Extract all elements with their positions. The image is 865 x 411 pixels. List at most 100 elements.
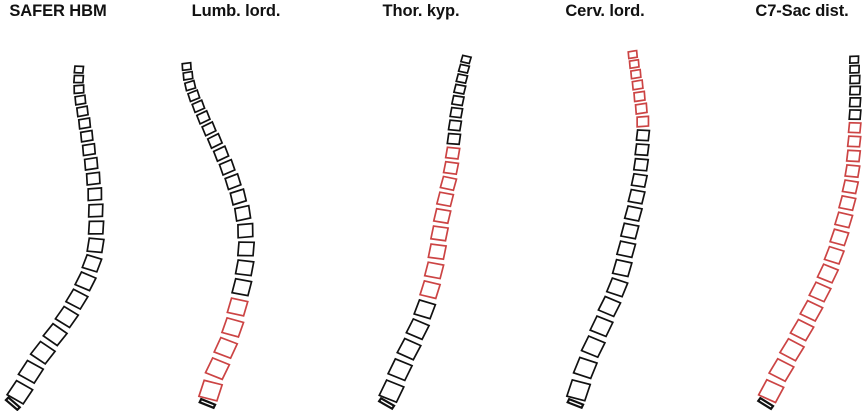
vertebra-1-13 bbox=[237, 222, 254, 239]
vertebra-0-21 bbox=[5, 379, 34, 406]
vertebra-4-10 bbox=[841, 179, 860, 195]
vertebra-4-13 bbox=[829, 228, 850, 247]
spine-panel-0 bbox=[4, 65, 105, 411]
vertebra-2-10 bbox=[439, 175, 458, 192]
vertebra-4-5 bbox=[848, 109, 862, 121]
vertebra-0-19 bbox=[29, 340, 57, 366]
vertebra-3-19 bbox=[580, 334, 607, 359]
vertebra-2-21 bbox=[378, 379, 405, 404]
vertebra-1-0 bbox=[181, 61, 192, 72]
vertebra-3-6 bbox=[636, 115, 650, 128]
spine-panel-1 bbox=[181, 61, 256, 410]
vertebra-4-7 bbox=[846, 135, 862, 148]
vertebra-4-11 bbox=[837, 194, 857, 212]
vertebra-4-4 bbox=[848, 97, 862, 108]
vertebra-0-11 bbox=[87, 203, 104, 218]
vertebra-4-22 bbox=[756, 396, 775, 411]
vertebra-0-20 bbox=[17, 359, 45, 385]
vertebra-3-8 bbox=[634, 143, 650, 157]
vertebra-3-20 bbox=[572, 356, 599, 380]
vertebra-4-19 bbox=[778, 337, 806, 362]
vertebra-0-9 bbox=[85, 171, 101, 186]
vertebra-0-5 bbox=[77, 117, 92, 130]
vertebra-0-10 bbox=[87, 187, 103, 202]
vertebra-2-22 bbox=[377, 396, 396, 411]
vertebra-1-16 bbox=[231, 277, 253, 297]
vertebra-4-6 bbox=[847, 121, 862, 134]
vertebra-2-20 bbox=[386, 357, 414, 382]
vertebra-2-1 bbox=[457, 63, 471, 75]
vertebra-3-2 bbox=[629, 68, 642, 80]
vertebra-2-4 bbox=[450, 94, 466, 107]
vertebra-3-5 bbox=[634, 102, 648, 115]
vertebra-2-0 bbox=[459, 54, 473, 65]
vertebra-1-6 bbox=[201, 120, 217, 137]
vertebra-1-4 bbox=[191, 99, 206, 114]
panel-title-lumbar-lordosis: Lumb. lord. bbox=[191, 2, 281, 20]
vertebra-2-6 bbox=[447, 119, 463, 132]
vertebra-3-0 bbox=[627, 49, 639, 60]
vertebra-1-7 bbox=[206, 132, 224, 150]
vertebra-1-15 bbox=[234, 259, 255, 277]
vertebra-4-0 bbox=[848, 55, 860, 65]
vertebra-3-1 bbox=[628, 58, 640, 70]
vertebra-3-4 bbox=[633, 90, 646, 103]
vertebra-2-2 bbox=[455, 73, 469, 85]
vertebra-2-11 bbox=[435, 191, 455, 208]
vertebra-0-4 bbox=[75, 105, 90, 118]
vertebra-3-3 bbox=[631, 79, 644, 91]
vertebra-2-3 bbox=[452, 83, 467, 95]
vertebra-2-15 bbox=[423, 261, 445, 280]
vertebra-4-16 bbox=[808, 281, 832, 303]
vertebra-4-15 bbox=[816, 263, 840, 284]
vertebra-4-9 bbox=[844, 163, 861, 179]
vertebra-0-3 bbox=[74, 94, 87, 106]
spine-panel-3 bbox=[565, 49, 651, 410]
spine-panel-4 bbox=[756, 55, 862, 411]
vertebra-2-13 bbox=[429, 225, 450, 242]
vertebra-0-15 bbox=[73, 270, 98, 292]
vertebra-1-17 bbox=[226, 297, 249, 317]
vertebra-1-9 bbox=[218, 158, 236, 177]
vertebra-1-10 bbox=[224, 172, 242, 191]
vertebra-3-10 bbox=[630, 172, 649, 189]
vertebra-4-8 bbox=[845, 149, 862, 163]
vertebra-4-21 bbox=[757, 378, 785, 404]
vertebra-1-12 bbox=[233, 204, 252, 223]
vertebra-0-1 bbox=[72, 74, 85, 84]
vertebra-0-22 bbox=[4, 396, 22, 411]
vertebra-2-5 bbox=[449, 106, 464, 119]
vertebra-0-6 bbox=[79, 129, 94, 143]
vertebra-2-7 bbox=[446, 132, 462, 146]
vertebra-3-15 bbox=[611, 258, 633, 278]
vertebra-0-17 bbox=[54, 305, 80, 329]
vertebra-2-8 bbox=[444, 146, 461, 160]
vertebra-3-22 bbox=[566, 397, 585, 410]
vertebra-3-14 bbox=[615, 240, 637, 259]
vertebra-3-16 bbox=[605, 276, 629, 298]
vertebra-4-2 bbox=[849, 74, 861, 85]
vertebra-1-20 bbox=[204, 356, 231, 381]
vertebra-1-21 bbox=[197, 379, 224, 402]
vertebra-0-2 bbox=[73, 84, 85, 95]
vertebra-1-19 bbox=[213, 336, 239, 360]
vertebra-1-5 bbox=[195, 109, 212, 126]
vertebra-4-1 bbox=[849, 64, 861, 74]
vertebra-3-18 bbox=[588, 314, 614, 338]
vertebra-0-16 bbox=[64, 288, 90, 311]
vertebra-2-12 bbox=[432, 207, 452, 225]
vertebra-4-18 bbox=[789, 318, 815, 342]
vertebra-4-17 bbox=[799, 299, 824, 323]
vertebra-0-0 bbox=[73, 65, 85, 74]
vertebra-3-9 bbox=[632, 157, 650, 172]
panel-title-thoracic-kyphosis: Thor. kyp. bbox=[382, 2, 460, 20]
panel-title-cervical-lordosis: Cerv. lord. bbox=[565, 2, 645, 20]
vertebra-1-1 bbox=[182, 70, 194, 82]
vertebra-4-20 bbox=[767, 357, 795, 383]
vertebra-0-18 bbox=[42, 322, 69, 347]
vertebra-2-9 bbox=[442, 160, 460, 176]
vertebra-1-11 bbox=[229, 188, 248, 206]
panel-title-c7-sacrum-distance: C7-Sac dist. bbox=[755, 2, 849, 20]
